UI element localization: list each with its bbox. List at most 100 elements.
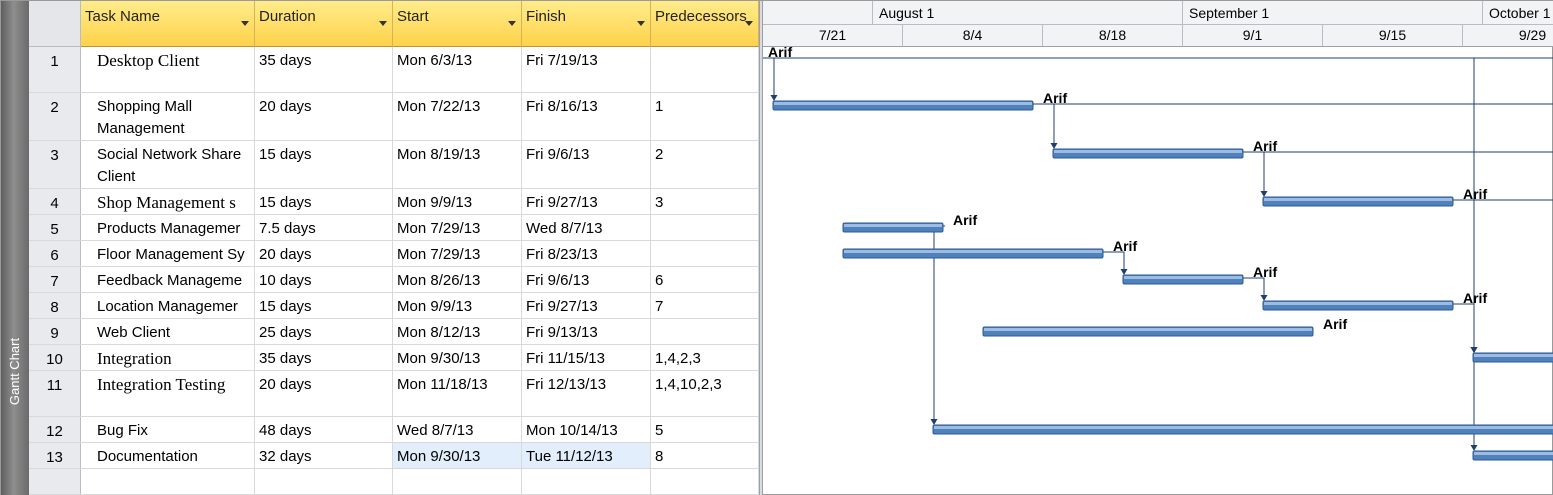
cell-finish[interactable]: Wed 8/7/13	[522, 215, 651, 240]
cell-predecessors[interactable]	[651, 319, 759, 344]
cell-name[interactable]: Shopping Mall Management	[81, 93, 255, 140]
row-number[interactable]: 5	[29, 215, 81, 240]
task-bar-highlight[interactable]	[1124, 276, 1242, 279]
cell-start[interactable]: Mon 7/29/13	[393, 241, 522, 266]
cell-predecessors[interactable]: 5	[651, 417, 759, 442]
column-header-task-name[interactable]: Task Name	[81, 1, 255, 47]
cell-name[interactable]: Web Client	[81, 319, 255, 344]
cell-duration[interactable]: 48 days	[255, 417, 393, 442]
cell-finish[interactable]: Fri 12/13/13	[522, 371, 651, 416]
select-all-corner[interactable]	[29, 1, 81, 47]
cell-duration[interactable]: 20 days	[255, 241, 393, 266]
cell-name[interactable]: Feedback Manageme	[81, 267, 255, 292]
cell-name[interactable]: Products Managemer	[81, 215, 255, 240]
cell-predecessors[interactable]	[651, 241, 759, 266]
cell-name[interactable]: Floor Management Sy	[81, 241, 255, 266]
cell-start[interactable]: Mon 11/18/13	[393, 371, 522, 416]
task-bar-highlight[interactable]	[1054, 150, 1242, 153]
task-bar-highlight[interactable]	[984, 328, 1312, 331]
cell-duration[interactable]: 35 days	[255, 345, 393, 370]
cell-predecessors[interactable]: 7	[651, 293, 759, 318]
row-number[interactable]: 6	[29, 241, 81, 266]
cell-finish[interactable]: Tue 11/12/13	[522, 443, 651, 468]
column-header-finish[interactable]: Finish	[522, 1, 651, 47]
cell-finish[interactable]: Fri 9/6/13	[522, 267, 651, 292]
cell-start[interactable]: Mon 9/9/13	[393, 189, 522, 214]
empty-cell[interactable]	[651, 469, 759, 494]
cell-predecessors[interactable]: 1,4,2,3	[651, 345, 759, 370]
filter-dropdown-icon[interactable]	[241, 21, 249, 26]
row-number[interactable]: 2	[29, 93, 81, 140]
row-number[interactable]: 7	[29, 267, 81, 292]
cell-finish[interactable]: Mon 10/14/13	[522, 417, 651, 442]
cell-duration[interactable]: 32 days	[255, 443, 393, 468]
cell-duration[interactable]: 20 days	[255, 371, 393, 416]
empty-row[interactable]	[29, 469, 759, 495]
cell-predecessors[interactable]: 8	[651, 443, 759, 468]
cell-start[interactable]: Mon 6/3/13	[393, 47, 522, 92]
cell-duration[interactable]: 15 days	[255, 189, 393, 214]
cell-duration[interactable]: 10 days	[255, 267, 393, 292]
cell-predecessors[interactable]: 1,4,10,2,3	[651, 371, 759, 416]
cell-start[interactable]: Mon 7/29/13	[393, 215, 522, 240]
column-header-start[interactable]: Start	[393, 1, 522, 47]
cell-predecessors[interactable]: 6	[651, 267, 759, 292]
view-bar[interactable]: Gantt Chart	[1, 1, 29, 495]
cell-name[interactable]: Shop Management s	[81, 189, 255, 214]
cell-duration[interactable]: 20 days	[255, 93, 393, 140]
empty-cell[interactable]	[29, 469, 81, 494]
row-number[interactable]: 13	[29, 443, 81, 468]
column-header-duration[interactable]: Duration	[255, 1, 393, 47]
row-number[interactable]: 10	[29, 345, 81, 370]
cell-start[interactable]: Mon 8/19/13	[393, 141, 522, 188]
filter-dropdown-icon[interactable]	[508, 21, 516, 26]
cell-name[interactable]: Bug Fix	[81, 417, 255, 442]
cell-duration[interactable]: 15 days	[255, 293, 393, 318]
cell-predecessors[interactable]: 1	[651, 93, 759, 140]
cell-finish[interactable]: Fri 9/27/13	[522, 189, 651, 214]
cell-finish[interactable]: Fri 8/23/13	[522, 241, 651, 266]
cell-start[interactable]: Mon 7/22/13	[393, 93, 522, 140]
row-number[interactable]: 1	[29, 47, 81, 92]
cell-start[interactable]: Wed 8/7/13	[393, 417, 522, 442]
task-bar-highlight[interactable]	[844, 250, 1102, 253]
row-number[interactable]: 8	[29, 293, 81, 318]
cell-duration[interactable]: 35 days	[255, 47, 393, 92]
row-number[interactable]: 12	[29, 417, 81, 442]
cell-finish[interactable]: Fri 8/16/13	[522, 93, 651, 140]
pane-splitter[interactable]	[759, 1, 763, 495]
cell-predecessors[interactable]	[651, 47, 759, 92]
filter-dropdown-icon[interactable]	[637, 21, 645, 26]
cell-finish[interactable]: Fri 9/6/13	[522, 141, 651, 188]
cell-start[interactable]: Mon 9/30/13	[393, 443, 522, 468]
cell-name[interactable]: Integration	[81, 345, 255, 370]
cell-predecessors[interactable]	[651, 215, 759, 240]
cell-finish[interactable]: Fri 11/15/13	[522, 345, 651, 370]
cell-start[interactable]: Mon 8/26/13	[393, 267, 522, 292]
column-header-predecessors[interactable]: Predecessors	[651, 1, 759, 47]
cell-start[interactable]: Mon 9/9/13	[393, 293, 522, 318]
task-bar-highlight[interactable]	[934, 426, 1553, 429]
cell-duration[interactable]: 7.5 days	[255, 215, 393, 240]
cell-name[interactable]: Documentation	[81, 443, 255, 468]
task-bar-highlight[interactable]	[774, 102, 1032, 105]
filter-dropdown-icon[interactable]	[745, 21, 753, 26]
task-bar-highlight[interactable]	[1264, 198, 1452, 201]
cell-name[interactable]: Desktop Client	[81, 47, 255, 92]
cell-finish[interactable]: Fri 9/13/13	[522, 319, 651, 344]
row-number[interactable]: 9	[29, 319, 81, 344]
row-number[interactable]: 11	[29, 371, 81, 416]
task-bar-highlight[interactable]	[1474, 354, 1553, 357]
cell-start[interactable]: Mon 9/30/13	[393, 345, 522, 370]
cell-name[interactable]: Location Managemer	[81, 293, 255, 318]
task-bar-highlight[interactable]	[1474, 452, 1553, 455]
empty-cell[interactable]	[393, 469, 522, 494]
